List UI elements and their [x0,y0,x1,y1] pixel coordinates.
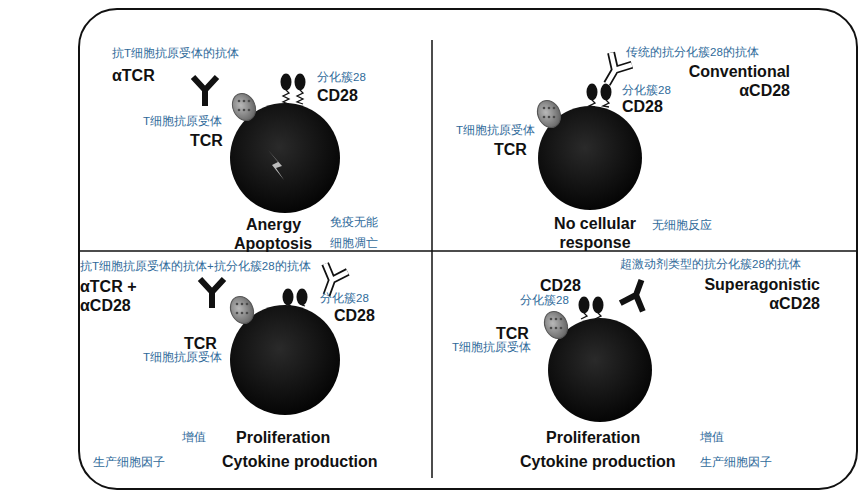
tcr-texture [543,116,546,119]
tcr-texture [238,100,241,103]
chinese-annotation: 分化簇28 [520,294,569,308]
tcr-texture [548,116,551,119]
english-label: Conventional αCD28 [660,62,790,100]
tcr-texture [241,312,244,315]
chinese-annotation: 细胞凋亡 [330,237,378,251]
cd28-receptor [593,297,604,314]
english-label: TCR [494,140,527,159]
tcr-texture [238,109,241,112]
cd28-stem [288,305,291,306]
quadrant-divider [80,250,856,252]
tcr-texture [555,318,558,321]
tcr-texture [553,107,556,110]
cd28-stem [283,90,289,104]
english-label: Apoptosis [234,234,312,253]
english-label: Anergy [246,215,301,234]
chinese-annotation: 免疫无能 [330,216,378,230]
tcr-receptor [540,308,572,343]
english-label: TCR [190,131,223,150]
english-label: Proliferation [546,428,640,447]
apoptosis-spark [268,150,284,180]
chinese-annotation: 无细胞反应 [652,219,712,233]
cd28-receptor [283,289,294,306]
tcr-texture [248,100,251,103]
tcr-texture [548,107,551,110]
tcr-texture [246,303,249,306]
quadrant-divider [431,40,433,478]
chinese-annotation: 传统的抗分化簇28的抗体 [626,46,759,60]
outer-frame [79,9,857,489]
cd28-stem [581,313,587,319]
english-label: Proliferation [236,428,330,447]
tcr-texture [560,318,563,321]
cd28-stem [603,100,609,107]
chinese-annotation: 分化簇28 [317,71,366,85]
tcr-receptor [226,293,258,328]
antibody [200,279,224,308]
tcr-texture [555,327,558,330]
cd28-receptor [579,297,590,314]
cd28-receptor [587,84,598,101]
chinese-annotation: T细胞抗原受体 [143,351,222,365]
tcr-texture [246,312,249,315]
cd28-receptor [281,74,292,91]
cd28-stem [302,305,305,306]
tcr-receptor [533,97,565,132]
english-label: CD28 [317,86,358,105]
cd28-receptor [295,74,306,91]
tcr-texture [236,303,239,306]
chinese-annotation: 超激动剂类型的抗分化簇28的抗体 [620,258,801,272]
english-label: CD28 [622,97,663,116]
chinese-annotation: T细胞抗原受体 [143,115,222,129]
english-label: αTCR + αCD28 [80,277,142,315]
chinese-annotation: 增值 [700,431,724,445]
cd28-stem [589,100,595,107]
english-label: Cytokine production [520,452,676,471]
english-label: Cytokine production [222,452,378,471]
tcr-texture [243,109,246,112]
english-label: CD28 [334,306,375,325]
english-label: TCR [184,334,217,353]
tcr-texture [550,327,553,330]
tcr-texture [241,303,244,306]
tcr-texture [560,327,563,330]
tcr-texture [236,312,239,315]
chinese-annotation: 分化簇28 [622,84,671,98]
tcr-texture [248,109,251,112]
cd28-receptor [297,289,308,306]
chinese-annotation: T细胞抗原受体 [452,341,531,355]
chinese-annotation: T细胞抗原受体 [456,124,535,138]
english-label: αTCR [112,66,155,85]
tcr-receptor [228,90,260,125]
chinese-annotation: 生产细胞因子 [700,456,772,470]
antibody [620,276,652,311]
tcr-texture [243,100,246,103]
chinese-annotation: 生产细胞因子 [93,456,165,470]
chinese-annotation: 抗T细胞抗原受体的抗体+抗分化簇28的抗体 [80,260,311,274]
cd28-stem [297,90,303,104]
chinese-annotation: 分化簇28 [320,292,369,306]
english-label: Superagonistic αCD28 [670,275,820,313]
english-label: CD28 [540,276,581,295]
tcr-texture [553,116,556,119]
antibody [193,77,217,106]
cd28-stem [595,313,601,319]
cd28-receptor [601,84,612,101]
chinese-annotation: 增值 [182,431,206,445]
english-label: No cellular response [530,214,660,252]
chinese-annotation: 抗T细胞抗原受体的抗体 [112,47,239,61]
english-label: TCR [496,324,529,343]
tcr-texture [550,318,553,321]
tcr-texture [543,107,546,110]
